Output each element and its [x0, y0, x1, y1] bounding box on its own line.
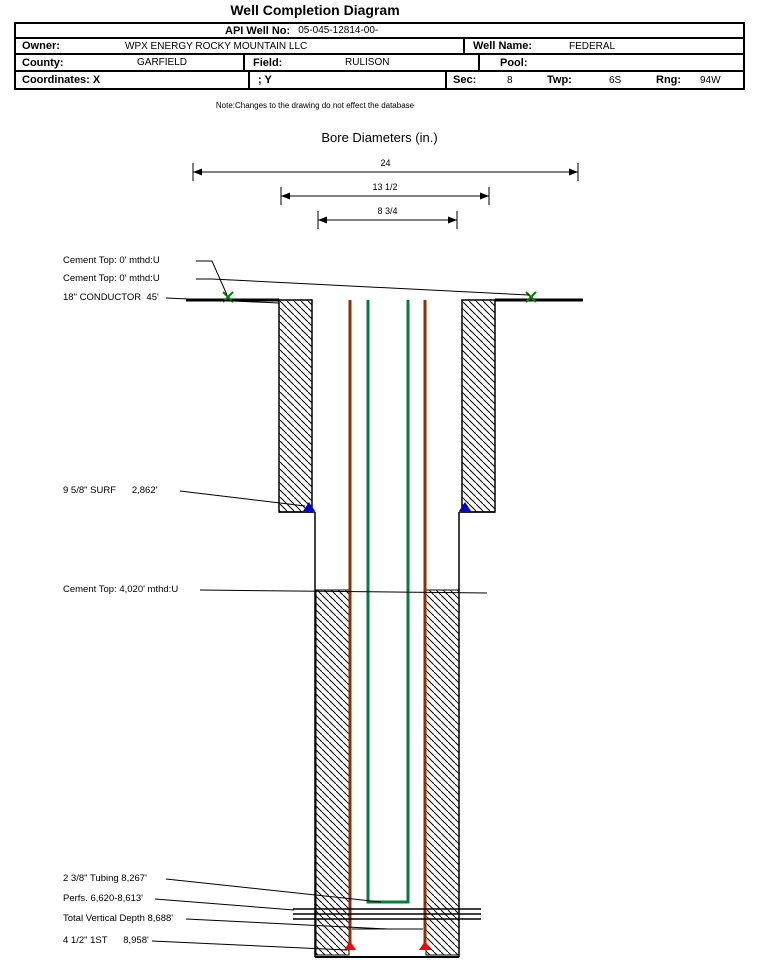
annotation-surface-casing: 9 5/8" SURF 2,862'	[63, 485, 158, 496]
table-row-county: County: GARFIELD Field: RULISON Pool:	[16, 53, 743, 70]
annotation-tubing: 2 3/8" Tubing 8,267'	[63, 873, 147, 884]
leader-lines	[151, 260, 530, 951]
casing-shoe-marker-left-icon	[344, 941, 356, 950]
cement-top-x-marker-right-icon	[525, 291, 537, 303]
dimension-24	[192, 163, 579, 181]
field-label-cell: Field:	[243, 55, 305, 70]
production-cement-left	[315, 589, 350, 956]
field-value-cell: RULISON	[305, 55, 478, 70]
twp-value-cell: 6S	[603, 72, 648, 88]
dimension-8-3-4	[317, 211, 458, 229]
sec-label-cell: Sec:	[445, 72, 503, 88]
dim-8-right-arrow-icon	[448, 216, 457, 224]
rng-label: Rng:	[656, 74, 682, 86]
county-value-cell: GARFIELD	[100, 55, 243, 70]
dim-8-left-arrow-icon	[318, 216, 327, 224]
dim-label-13-1-2: 13 1/2	[372, 182, 398, 192]
leader-conductor	[165, 297, 280, 304]
county-label: County:	[22, 56, 64, 69]
leader-surface-casing	[179, 490, 306, 507]
rng-value-cell: 94W	[696, 72, 743, 88]
annotation-perfs: Perfs. 6,620-8,613'	[63, 893, 143, 904]
surface-shoe-marker-left-icon	[303, 502, 315, 511]
leader-cement-top-0-left	[196, 260, 228, 296]
well-name-value: FEDERAL	[569, 40, 616, 52]
pool-label: Pool:	[500, 56, 528, 69]
casing-shoe-marker-right-icon	[419, 941, 431, 950]
production-cement-right	[425, 589, 460, 956]
table-row-owner: Owner: WPX ENERGY ROCKY MOUNTAIN LLC Wel…	[16, 37, 743, 53]
leader-production-casing	[151, 940, 348, 951]
field-value: RULISON	[345, 57, 390, 68]
conductor-cement-left	[278, 299, 313, 513]
well-info-table: API Well No: 05-045-12814-00- Owner: WPX…	[14, 22, 745, 90]
owner-label: Owner:	[22, 40, 60, 52]
annotation-tvd: Total Vertical Depth 8,688'	[63, 913, 174, 924]
dimension-13-1-2	[280, 187, 490, 205]
annotation-cement-top-4020: Cement Top: 4,020' mthd:U	[63, 584, 179, 595]
county-label-cell: County:	[16, 55, 100, 70]
owner-label-cell: Owner:	[16, 39, 102, 53]
leader-cement-top-4020	[199, 589, 488, 594]
leader-tubing	[165, 878, 382, 903]
dim-24-right-arrow-icon	[569, 168, 578, 176]
well-name-label-cell: Well Name:	[463, 39, 559, 53]
leader-cement-top-0-right	[196, 278, 530, 296]
dim-label-24: 24	[380, 158, 391, 168]
table-row-api: API Well No: 05-045-12814-00-	[16, 24, 743, 37]
sec-label: Sec:	[453, 74, 477, 86]
twp-label: Twp:	[547, 74, 572, 86]
coordinates-x-label: Coordinates: X	[22, 74, 101, 86]
annotation-cement-top-0-left: Cement Top: 0' mthd:U	[63, 255, 160, 266]
field-label: Field:	[253, 56, 283, 69]
annotation-cement-top-0-right: Cement Top: 0' mthd:U	[63, 273, 160, 284]
dim-13-right-arrow-icon	[480, 192, 489, 200]
sec-value: 8	[507, 74, 513, 86]
pool-label-cell: Pool:	[478, 55, 544, 70]
rng-label-cell: Rng:	[648, 72, 696, 88]
api-cell: API Well No: 05-045-12814-00-	[16, 24, 743, 37]
coordinates-y-label: ; Y	[258, 74, 272, 86]
twp-value: 6S	[609, 74, 622, 86]
surface-shoe-marker-right-icon	[459, 502, 471, 511]
api-well-no-label: API Well No:	[225, 24, 291, 37]
tubing-string	[366, 300, 410, 904]
rng-value: 94W	[700, 74, 721, 86]
owner-value-cell: WPX ENERGY ROCKY MOUNTAIN LLC	[102, 39, 463, 53]
twp-label-cell: Twp:	[543, 72, 603, 88]
well-name-label: Well Name:	[473, 40, 533, 52]
database-note: Note:Changes to the drawing do not effec…	[215, 101, 415, 110]
coordinates-y-cell: ; Y	[248, 72, 445, 88]
leader-perfs	[154, 898, 295, 911]
annotation-conductor: 18" CONDUCTOR 45'	[63, 292, 159, 303]
owner-value: WPX ENERGY ROCKY MOUNTAIN LLC	[125, 40, 308, 52]
annotation-production-casing: 4 1/2" 1ST 8,958'	[63, 935, 149, 946]
dim-label-8-3-4: 8 3/4	[377, 206, 398, 216]
sec-value-cell: 8	[503, 72, 543, 88]
page-title: Well Completion Diagram	[230, 2, 400, 18]
county-value: GARFIELD	[137, 57, 188, 68]
bore-diameters-title: Bore Diameters (in.)	[321, 130, 438, 145]
coordinates-x-cell: Coordinates: X	[16, 72, 248, 88]
table-row-coordinates: Coordinates: X ; Y Sec: 8 Twp: 6S Rng: 9…	[16, 70, 743, 88]
well-name-value-cell: FEDERAL	[559, 39, 743, 53]
leader-tvd	[185, 918, 389, 930]
api-well-no-value: 05-045-12814-00-	[298, 25, 379, 36]
conductor-cement-right	[461, 299, 496, 513]
dim-24-left-arrow-icon	[193, 168, 202, 176]
dim-13-left-arrow-icon	[281, 192, 290, 200]
